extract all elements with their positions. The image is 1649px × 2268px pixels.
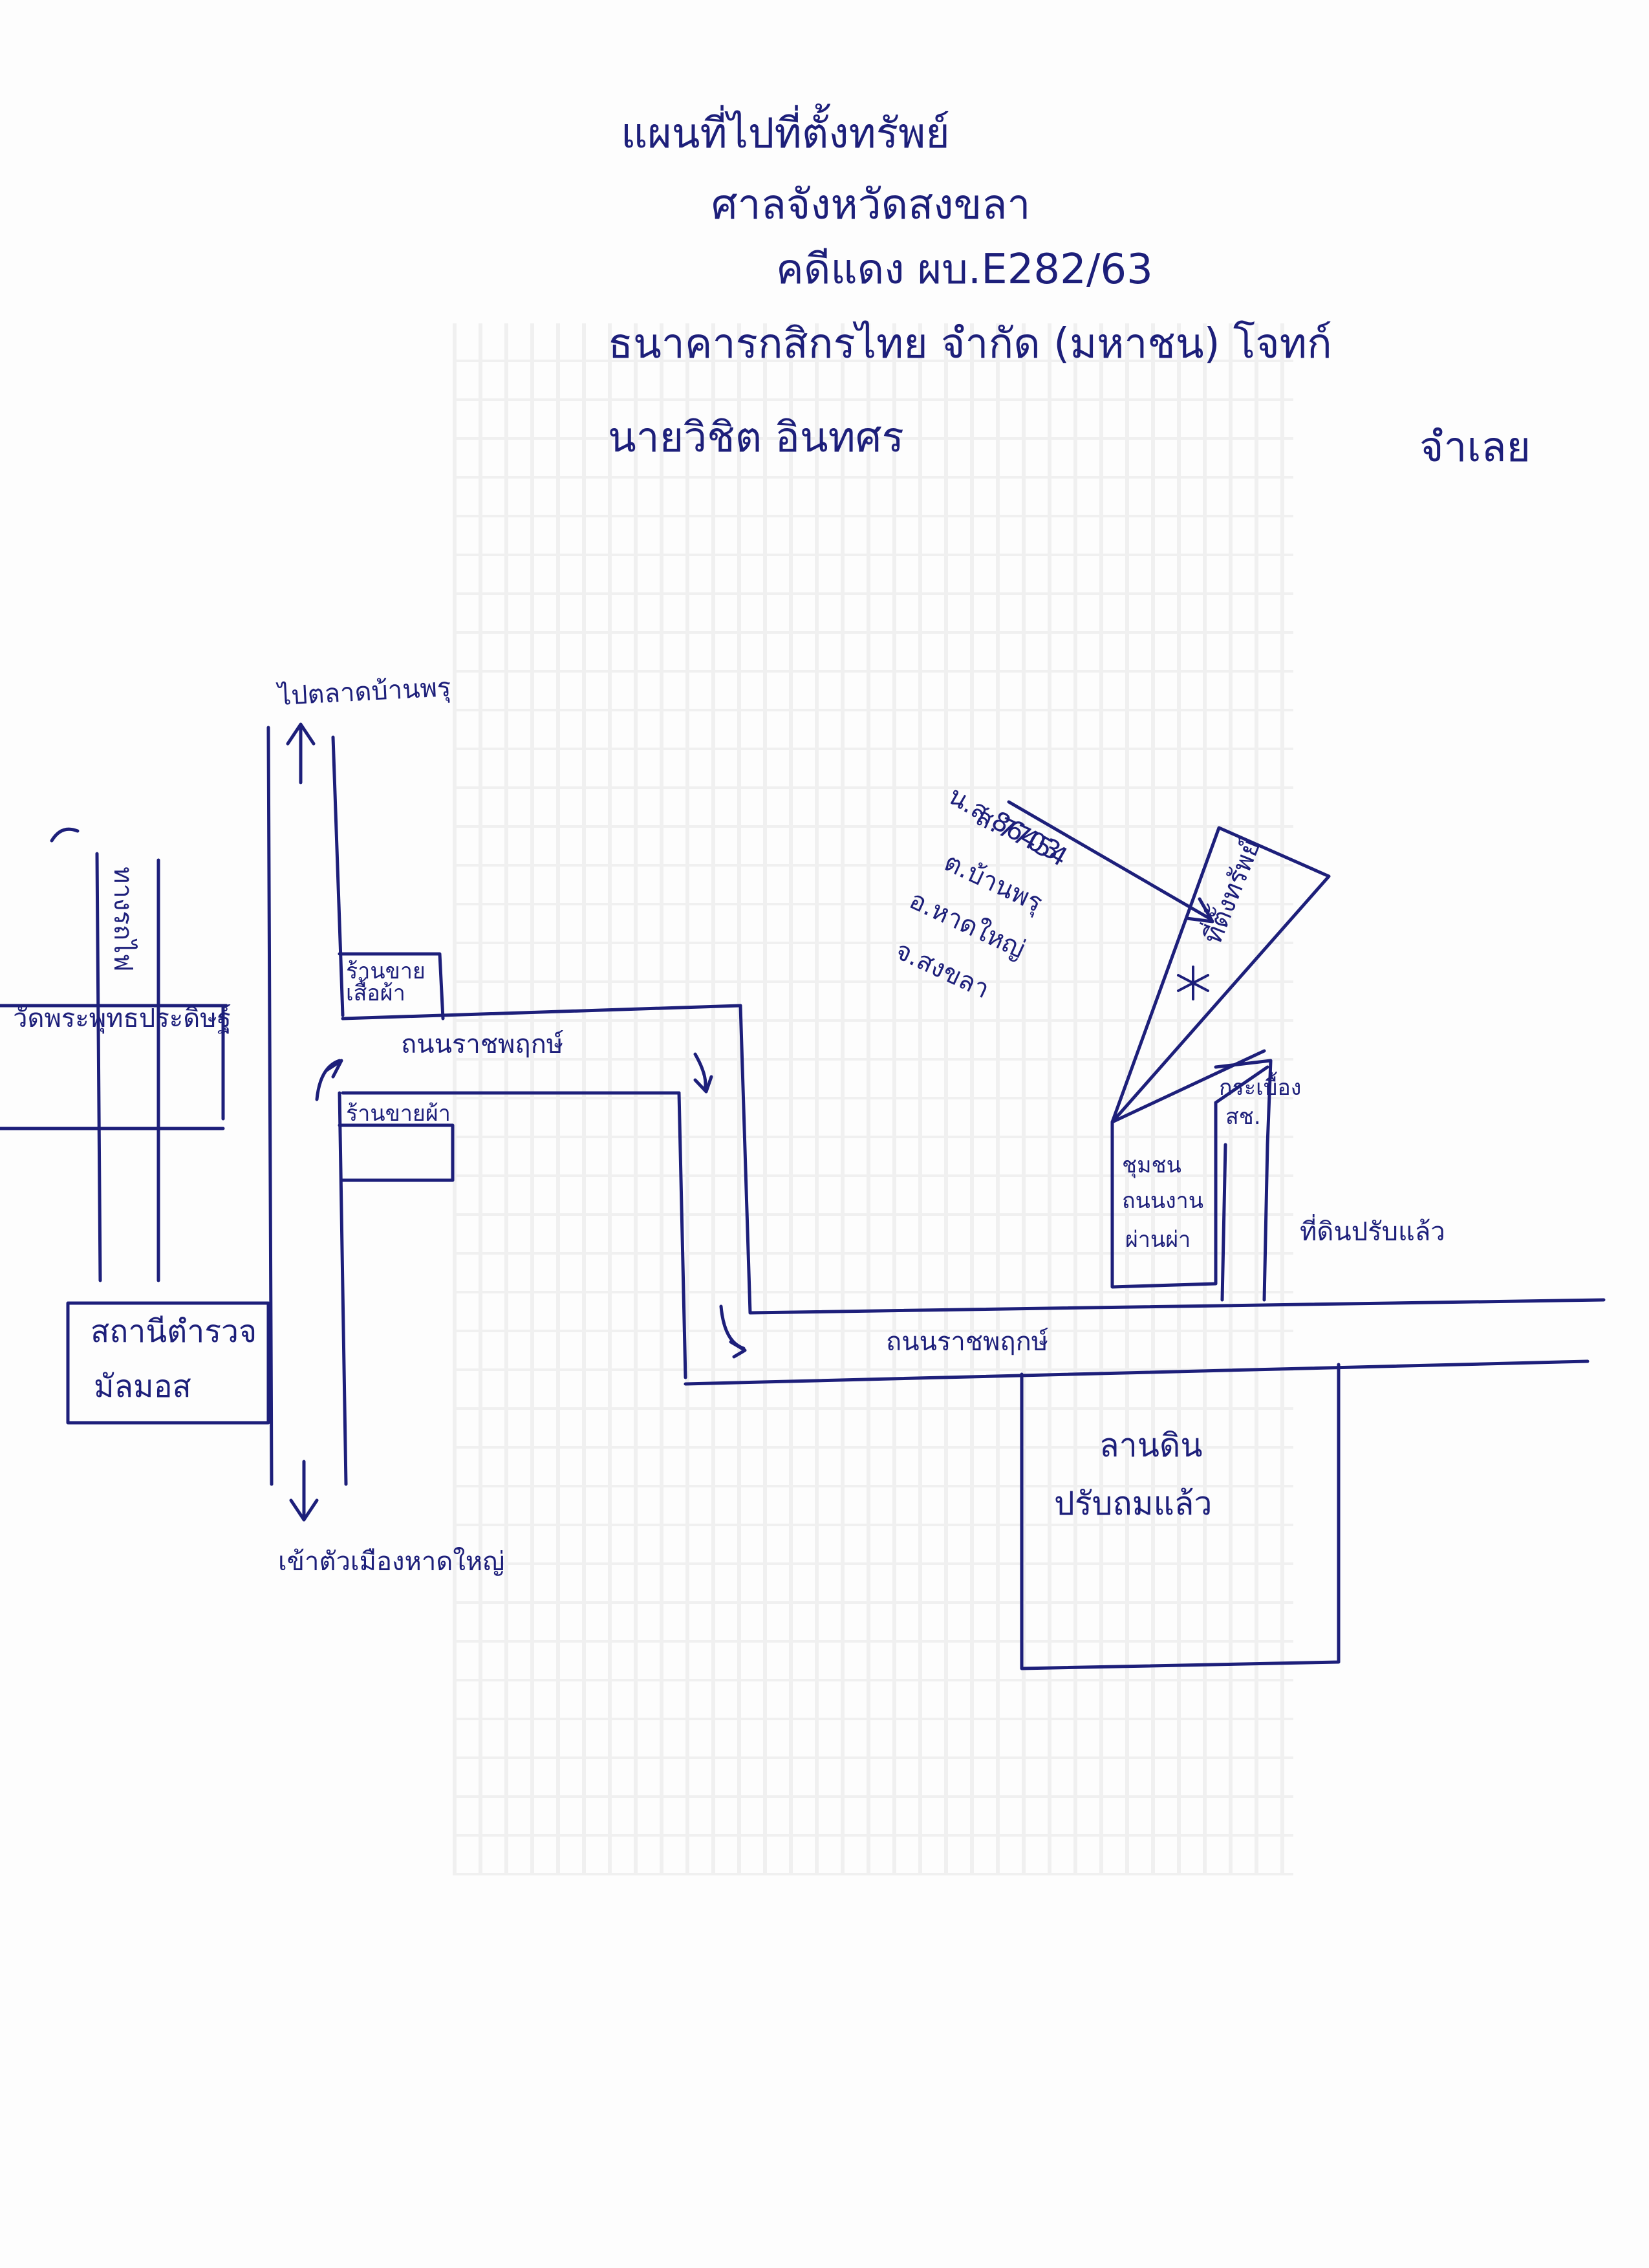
turn-arrow-left-head <box>325 1059 343 1079</box>
deed-pointer-head <box>1185 897 1214 923</box>
branch-road-inner <box>677 1091 687 1379</box>
road-label-upper: ถนนราชพฤกษ์ <box>401 1030 564 1059</box>
nearby-community-box <box>1110 1101 1218 1289</box>
lower-road-bottom <box>684 1359 1590 1386</box>
police-label: สถานีตำรวจ <box>91 1313 257 1350</box>
branch-road-right <box>738 1004 752 1315</box>
fence-label-2: สช. <box>1225 1104 1261 1130</box>
lower-road-top <box>748 1298 1606 1315</box>
defendant-name: นายวิชิต อินทศร <box>608 414 904 462</box>
deed-pointer-line <box>1007 800 1211 920</box>
lower-turn-arrow-head <box>729 1340 747 1359</box>
shop-bottom-label: ร้านขายผ้า <box>346 1101 451 1127</box>
vacant-field-box <box>1020 1363 1341 1670</box>
temple-label: วัดพระพุทธประดิษฐ์ <box>13 1004 232 1033</box>
show-through-background <box>453 323 1293 1875</box>
police-label-2: มัลมอส <box>94 1368 191 1405</box>
shop-top-label: ร้านขายเสื้อผ้า <box>346 958 426 1006</box>
property-parcel-outline <box>1110 826 1331 1124</box>
field-label-1: ลานดิน <box>1099 1427 1203 1464</box>
main-road-right-edge-bottom <box>338 1091 348 1486</box>
property-star-marker <box>1177 966 1209 1000</box>
side-lane-right <box>1262 1143 1269 1302</box>
community-label-3: ผ่านผ่า <box>1125 1227 1191 1253</box>
turn-arrow-right-head <box>693 1075 713 1094</box>
parcel-tail-2 <box>1214 1065 1269 1105</box>
turn-arrow-left <box>315 1059 341 1101</box>
to-hatyai-label: เข้าตัวเมืองหาดใหญ่ <box>278 1547 505 1577</box>
road-label-lower: ถนนราชพฤกษ์ <box>886 1327 1049 1357</box>
rail-label: ทางรถไฟ <box>108 867 138 972</box>
turn-arrow-right <box>693 1052 707 1092</box>
branch-road-top <box>341 1004 742 1021</box>
shop-top-box <box>338 952 445 1021</box>
shop-bottom-box <box>338 1123 455 1182</box>
main-road-left-edge <box>266 726 274 1486</box>
defendant-label: จำเลย <box>1419 424 1531 471</box>
main-road-right-edge-top <box>331 735 345 1017</box>
field-label-2: ปรับถมแล้ว <box>1054 1485 1212 1522</box>
fence-label: กระเบื้อง <box>1219 1075 1302 1101</box>
side-lane-left <box>1220 1143 1227 1302</box>
map-title: แผนที่ไปที่ตั้งทรัพย์ <box>621 110 950 158</box>
community-label-1: ชุมชน <box>1122 1152 1181 1178</box>
arrow-up-head <box>286 722 316 746</box>
rail-curve <box>50 827 80 843</box>
court-name: ศาลจังหวัดสงขลา <box>711 181 1031 229</box>
plaintiff: ธนาคารกสิกรไทย จำกัด (มหาชน) โจทก์ <box>608 320 1332 368</box>
police-box <box>66 1301 270 1425</box>
fence-box <box>1214 1059 1273 1147</box>
rail-left <box>95 852 102 1282</box>
adjusted-land-label: ที่ดินปรับแล้ว <box>1300 1217 1445 1247</box>
case-number: คดีแดง ผบ.E282/63 <box>776 246 1153 294</box>
arrow-down-head <box>289 1498 319 1522</box>
community-label-2: ถนนงาน <box>1122 1188 1204 1214</box>
